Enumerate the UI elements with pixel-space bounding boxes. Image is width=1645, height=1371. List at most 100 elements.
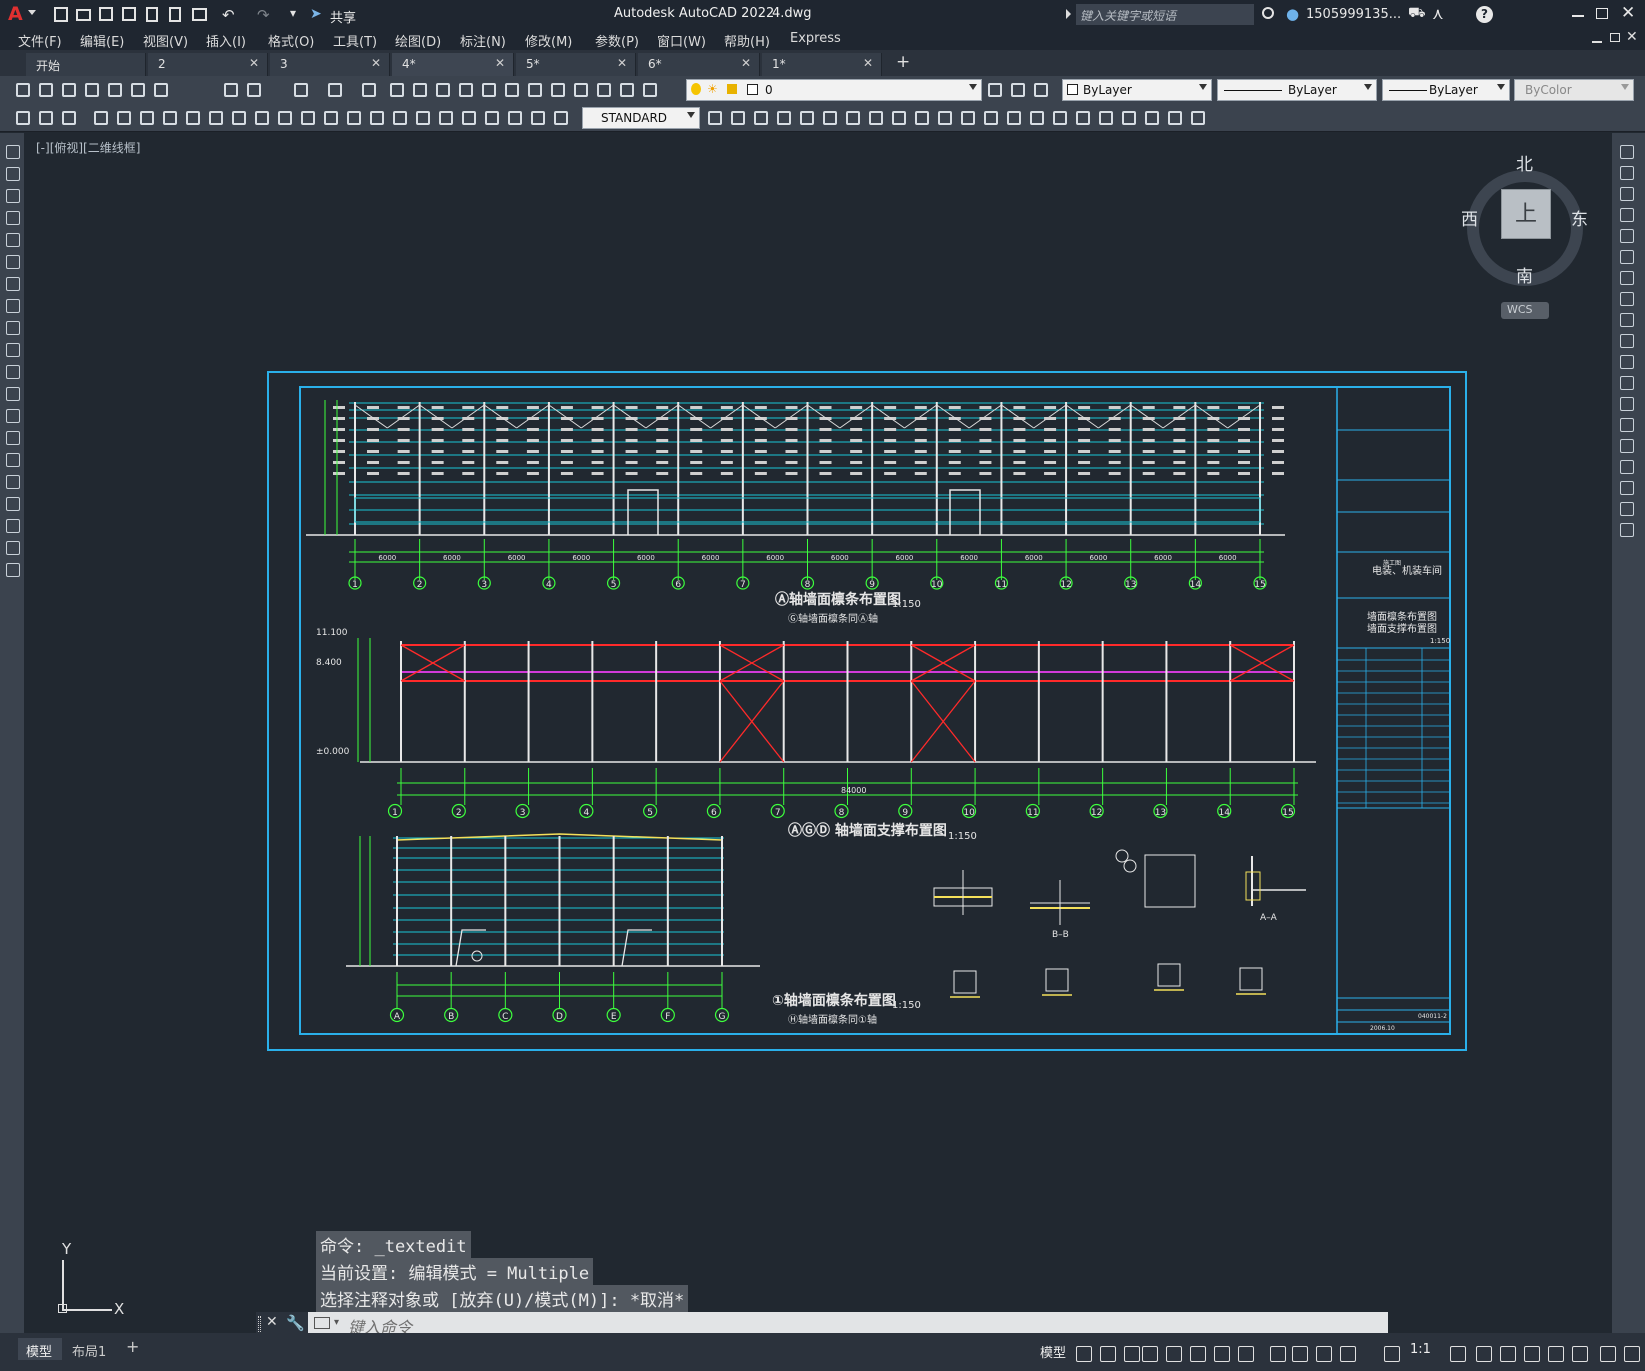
- compass-south[interactable]: 南: [1516, 267, 1533, 287]
- dimension-tool-icon[interactable]: [14, 109, 32, 127]
- share-button[interactable]: 共享: [330, 11, 357, 26]
- menu-modify[interactable]: 修改(M): [525, 35, 573, 50]
- status-toggle-icon[interactable]: [1190, 1346, 1206, 1362]
- status-toggle-icon[interactable]: [1384, 1346, 1400, 1362]
- modify-tool-icon[interactable]: [1620, 376, 1634, 390]
- standard-tool-icon[interactable]: [1032, 81, 1050, 99]
- layout-tab-layout1[interactable]: 布局1: [64, 1338, 118, 1360]
- plot-icon[interactable]: [192, 8, 207, 21]
- dimension-tool-icon[interactable]: [437, 109, 455, 127]
- standard-tool-icon[interactable]: [572, 81, 590, 99]
- close-tab-icon[interactable]: ✕: [494, 56, 505, 70]
- dimension-tool-icon[interactable]: [1005, 109, 1023, 127]
- close-tab-icon[interactable]: ✕: [862, 56, 873, 70]
- modify-tool-icon[interactable]: [1620, 502, 1634, 516]
- close-tab-icon[interactable]: ✕: [370, 56, 381, 70]
- menu-dimension[interactable]: 标注(N): [460, 35, 506, 50]
- modify-tool-icon[interactable]: [1620, 439, 1634, 453]
- dimension-tool-icon[interactable]: [138, 109, 156, 127]
- draw-tool-icon[interactable]: [6, 541, 20, 555]
- dimension-tool-icon[interactable]: [345, 109, 363, 127]
- draw-tool-icon[interactable]: [6, 277, 20, 291]
- dimension-tool-icon[interactable]: [1189, 109, 1207, 127]
- status-toggle-icon[interactable]: [1214, 1346, 1230, 1362]
- linetype-combo[interactable]: ByLayer: [1217, 79, 1377, 101]
- layer-combo[interactable]: ☀ 0: [686, 79, 982, 101]
- standard-tool-icon[interactable]: [480, 81, 498, 99]
- status-toggle-icon[interactable]: [1524, 1346, 1540, 1362]
- search-input[interactable]: 键入关键字或短语: [1076, 4, 1254, 25]
- standard-tool-icon[interactable]: [245, 81, 263, 99]
- standard-tool-icon[interactable]: [129, 81, 147, 99]
- modify-tool-icon[interactable]: [1620, 271, 1634, 285]
- viewcube[interactable]: 上 北 南 东 西: [1461, 150, 1590, 287]
- help-icon[interactable]: ?: [1476, 6, 1493, 23]
- dimension-tool-icon[interactable]: [1051, 109, 1069, 127]
- status-toggle-icon[interactable]: [1292, 1346, 1308, 1362]
- standard-tool-icon[interactable]: [1009, 81, 1027, 99]
- modify-tool-icon[interactable]: [1620, 397, 1634, 411]
- dimension-tool-icon[interactable]: [1074, 109, 1092, 127]
- dimension-tool-icon[interactable]: [913, 109, 931, 127]
- dimension-tool-icon[interactable]: [706, 109, 724, 127]
- menu-draw[interactable]: 绘图(D): [395, 35, 442, 50]
- tab-1[interactable]: 1*✕: [762, 53, 882, 76]
- standard-tool-icon[interactable]: [526, 81, 544, 99]
- dimension-tool-icon[interactable]: [60, 109, 78, 127]
- customize-qat-icon[interactable]: ▾: [290, 6, 297, 20]
- dimension-tool-icon[interactable]: [37, 109, 55, 127]
- status-toggle-icon[interactable]: [1548, 1346, 1564, 1362]
- modify-tool-icon[interactable]: [1620, 292, 1634, 306]
- save-as-icon[interactable]: [122, 7, 136, 21]
- dimension-tool-icon[interactable]: [729, 109, 747, 127]
- doc-close-button[interactable]: ✕: [1626, 29, 1638, 45]
- dimension-tool-icon[interactable]: [92, 109, 110, 127]
- menu-parametric[interactable]: 参数(P): [595, 35, 639, 50]
- user-name[interactable]: 1505999135...: [1306, 7, 1402, 22]
- compass-west[interactable]: 西: [1461, 210, 1478, 230]
- dimension-tool-icon[interactable]: [867, 109, 885, 127]
- recent-commands-icon[interactable]: [314, 1317, 330, 1329]
- status-toggle-icon[interactable]: [1340, 1346, 1356, 1362]
- dimension-tool-icon[interactable]: [483, 109, 501, 127]
- dimension-tool-icon[interactable]: [368, 109, 386, 127]
- status-toggle-icon[interactable]: [1142, 1346, 1158, 1362]
- menu-edit[interactable]: 编辑(E): [80, 35, 125, 50]
- menu-tools[interactable]: 工具(T): [333, 35, 378, 50]
- draw-tool-icon[interactable]: [6, 145, 20, 159]
- standard-tool-icon[interactable]: [457, 81, 475, 99]
- tab-5[interactable]: 5*✕: [516, 53, 636, 76]
- standard-tool-icon[interactable]: [618, 81, 636, 99]
- status-toggle-icon[interactable]: [1166, 1346, 1182, 1362]
- status-toggle-icon[interactable]: [1270, 1346, 1286, 1362]
- autodesk-app-icon[interactable]: ⋏: [1432, 4, 1444, 23]
- status-toggle-icon[interactable]: [1316, 1346, 1332, 1362]
- status-toggle-icon[interactable]: [1450, 1346, 1466, 1362]
- standard-tool-icon[interactable]: [106, 81, 124, 99]
- close-tab-icon[interactable]: ✕: [616, 56, 627, 70]
- viewport-controls[interactable]: [-][俯视][二维线框]: [36, 141, 141, 155]
- lineweight-combo[interactable]: ByLayer: [1382, 79, 1510, 101]
- tab-6[interactable]: 6*✕: [638, 53, 760, 76]
- modify-tool-icon[interactable]: [1620, 313, 1634, 327]
- command-grip-icon[interactable]: [258, 1316, 261, 1332]
- new-tab-icon[interactable]: +: [896, 52, 911, 72]
- tab-start[interactable]: 开始: [26, 53, 146, 76]
- close-button[interactable]: ✕: [1621, 3, 1636, 23]
- modify-tool-icon[interactable]: [1620, 208, 1634, 222]
- draw-tool-icon[interactable]: [6, 255, 20, 269]
- draw-tool-icon[interactable]: [6, 409, 20, 423]
- standard-tool-icon[interactable]: [326, 81, 344, 99]
- dimension-tool-icon[interactable]: [890, 109, 908, 127]
- close-tab-icon[interactable]: ✕: [740, 56, 751, 70]
- standard-tool-icon[interactable]: [14, 81, 32, 99]
- modify-tool-icon[interactable]: [1620, 460, 1634, 474]
- save-to-web-icon[interactable]: [169, 7, 181, 22]
- model-space-toggle[interactable]: 模型: [1040, 1346, 1067, 1361]
- draw-tool-icon[interactable]: [6, 519, 20, 533]
- wcs-menu[interactable]: WCS: [1501, 302, 1549, 319]
- dimension-tool-icon[interactable]: [276, 109, 294, 127]
- dimension-tool-icon[interactable]: [299, 109, 317, 127]
- draw-tool-icon[interactable]: [6, 453, 20, 467]
- standard-tool-icon[interactable]: [292, 81, 310, 99]
